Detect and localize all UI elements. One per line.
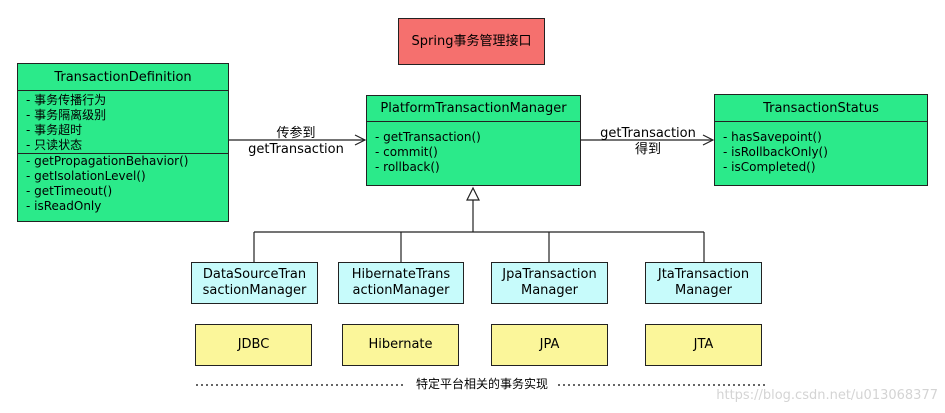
impl-label-line: HibernateTrans: [351, 267, 451, 282]
status-title: TransactionStatus: [715, 95, 927, 122]
edge-label-manager-to-status: getTransaction 得到: [596, 126, 700, 158]
tech-label: JDBC: [237, 337, 270, 352]
jdbc-box: JDBC: [195, 324, 312, 366]
definition-property: - 事务超时: [26, 123, 83, 137]
status-method: - isCompleted(): [723, 160, 816, 174]
manager-method: - rollback(): [375, 160, 440, 174]
watermark-text: https://blog.csdn.net/u013068377: [716, 388, 938, 403]
transaction-status-box: TransactionStatus - hasSavepoint() - isR…: [714, 94, 928, 186]
manager-title: PlatformTransactionManager: [367, 96, 580, 122]
impl-label-line: Manager: [521, 283, 578, 298]
status-method: - isRollbackOnly(): [723, 145, 828, 159]
hibernate-box: Hibernate: [342, 324, 459, 366]
impl-label-line: JpaTransaction: [502, 267, 597, 282]
spring-interface-label: Spring事务管理接口: [411, 33, 532, 49]
impl-label-line: DataSourceTran: [202, 267, 307, 282]
jpa-transaction-manager-box: JpaTransaction Manager: [491, 262, 608, 304]
impl-label-line: Manager: [675, 283, 732, 298]
definition-method: - getTimeout(): [26, 184, 113, 198]
definition-method: - getIsolationLevel(): [26, 169, 146, 183]
edge-label-line: getTransaction: [600, 126, 696, 141]
transaction-definition-box: TransactionDefinition - 事务传播行为 - 事务隔离级别 …: [17, 63, 229, 222]
impl-label-line: actionManager: [352, 283, 450, 298]
jta-transaction-manager-box: JtaTransaction Manager: [645, 262, 762, 304]
edge-label-definition-to-manager: 传参到 getTransaction: [244, 126, 348, 158]
hibernate-transaction-manager-box: HibernateTrans actionManager: [338, 262, 464, 304]
manager-method: - getTransaction(): [375, 130, 481, 144]
inheritance-triangle-icon: [466, 186, 480, 201]
definition-property: - 事务隔离级别: [26, 108, 107, 122]
definition-method: - getPropagationBehavior(): [26, 154, 189, 168]
edge-label-line: 得到: [634, 142, 661, 157]
impl-label-line: JtaTransaction: [657, 267, 750, 282]
datasource-transaction-manager-box: DataSourceTran sactionManager: [191, 262, 318, 304]
tech-label: Hibernate: [368, 337, 433, 352]
spring-interface-box: Spring事务管理接口: [398, 18, 545, 65]
definition-property: - 只读状态: [26, 138, 83, 152]
tech-label: JTA: [693, 337, 714, 352]
jta-box: JTA: [645, 324, 762, 366]
platform-transaction-manager-box: PlatformTransactionManager - getTransact…: [366, 95, 581, 186]
edge-label-line: 传参到: [276, 126, 316, 141]
jpa-box: JPA: [491, 324, 608, 366]
status-method: - hasSavepoint(): [723, 130, 822, 144]
footer-caption: 特定平台相关的事务实现: [415, 377, 548, 391]
tech-label: JPA: [539, 337, 560, 352]
edge-label-line: getTransaction: [248, 142, 344, 157]
definition-title: TransactionDefinition: [18, 64, 228, 91]
definition-method: - isReadOnly: [26, 199, 102, 213]
definition-property: - 事务传播行为: [26, 93, 107, 107]
impl-label-line: sactionManager: [202, 283, 307, 298]
manager-method: - commit(): [375, 145, 438, 159]
